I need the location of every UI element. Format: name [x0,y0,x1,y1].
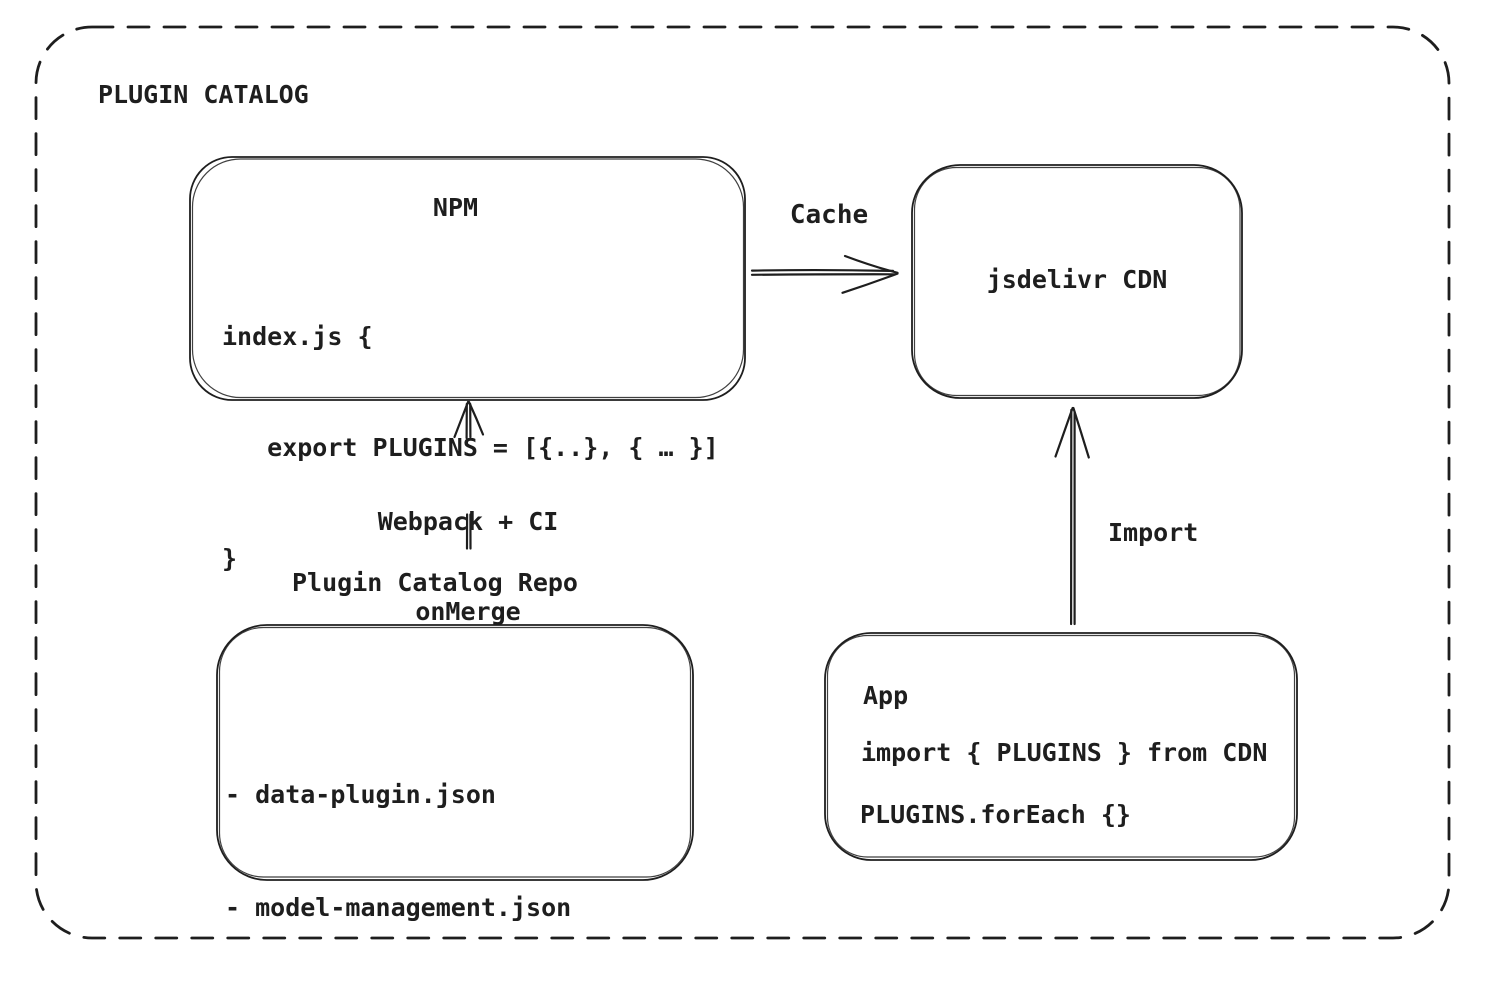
npm-code-line: } [222,544,238,573]
npm-node-box [189,156,746,401]
build-arrow [453,400,485,550]
npm-code-line: index.js { [222,322,373,351]
build-edge-label-line: Webpack + CI [377,507,559,536]
npm-code-line: export PLUGINS = [{..}, { … }] [222,433,719,462]
app-code-line: import { PLUGINS } from CDN [861,738,1268,767]
app-node-title: App [863,681,909,710]
cdn-node-label: jsdelivr CDN [986,265,1168,294]
npm-code-block: index.js { export PLUGINS = [{..}, { … }… [222,244,719,651]
cdn-node-box [911,164,1243,399]
app-node-box [824,632,1298,861]
repo-file-item: - data-plugin.json [225,780,496,809]
repo-node-label: Plugin Catalog Repo [292,568,578,597]
build-edge-label: Webpack + CI onMerge [318,447,618,687]
app-code-line: PLUGINS.forEach {} [860,800,1131,829]
repo-file-list: - data-plugin.json - model-management.js… [225,701,571,1002]
diagram-title: PLUGIN CATALOG [98,80,309,109]
npm-node-title: NPM [432,193,479,222]
plugin-catalog-frame [34,25,1451,940]
import-edge-label: Import [1108,518,1199,547]
repo-node-box [216,624,694,881]
cache-arrow [750,254,899,294]
cache-edge-label: Cache [789,200,869,230]
import-arrow [1054,406,1090,626]
build-edge-label-line: onMerge [415,597,521,626]
repo-file-item: - model-management.json [225,892,572,922]
